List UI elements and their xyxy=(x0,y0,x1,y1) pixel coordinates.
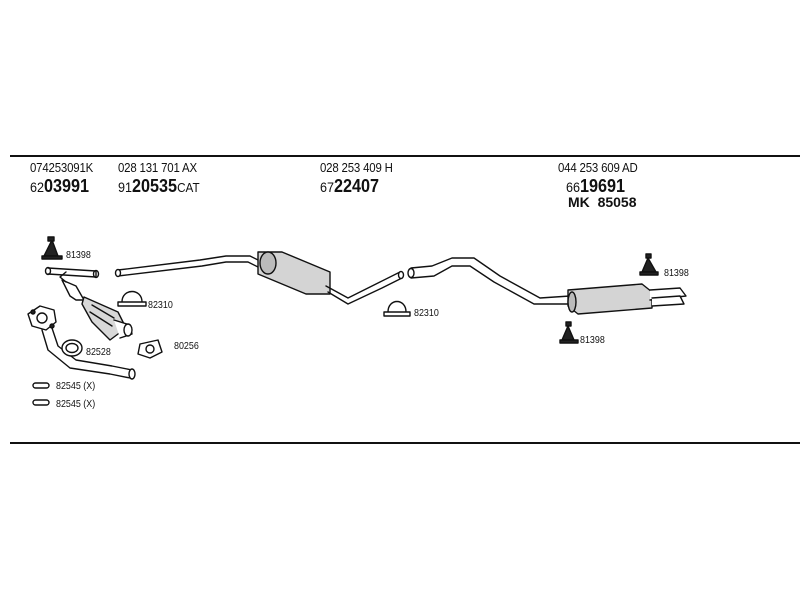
ref-hanger-front: 81398 xyxy=(66,249,91,261)
catalytic-converter-icon[interactable] xyxy=(59,271,133,341)
part-middle-number: 22407 xyxy=(334,176,380,196)
oem-front: 074253091K xyxy=(30,160,94,175)
hanger-icon xyxy=(639,253,659,276)
part-front-number: 03991 xyxy=(44,176,90,196)
part-cat-number: 20535 xyxy=(132,176,178,196)
mounting-kit[interactable]: MK 85058 xyxy=(568,194,637,210)
clamp-icon xyxy=(383,300,411,317)
ref-bolt-1: 82545 (X) xyxy=(56,380,96,392)
oem-rear: 044 253 609 AD xyxy=(558,160,638,175)
front-pipe[interactable] xyxy=(44,266,100,279)
flange-gasket-icon xyxy=(137,339,163,359)
oem-cat: 028 131 701 AX xyxy=(118,160,197,175)
ref-triangle-gasket: 80256 xyxy=(174,340,199,352)
part-middle[interactable]: 6722407 xyxy=(320,176,379,197)
part-front[interactable]: 6203991 xyxy=(30,176,89,197)
part-cat-prefix: 91 xyxy=(118,179,133,195)
oem-middle: 028 253 409 H xyxy=(320,160,393,175)
mounting-kit-number: 85058 xyxy=(597,194,637,210)
part-rear-number: 19691 xyxy=(580,176,626,196)
downpipe-icon[interactable] xyxy=(27,305,136,380)
gasket-ring-icon xyxy=(61,339,83,357)
part-middle-prefix: 67 xyxy=(320,179,335,195)
rear-silencer-icon[interactable] xyxy=(407,257,687,315)
part-cat[interactable]: 9120535CAT xyxy=(118,176,200,197)
ref-clamp-middle: 82310 xyxy=(414,307,439,319)
hanger-icon xyxy=(559,321,579,344)
mounting-kit-label: MK xyxy=(568,194,590,210)
bolt-icon xyxy=(32,382,50,406)
ref-clamp-front: 82310 xyxy=(148,299,173,311)
part-front-prefix: 62 xyxy=(30,179,45,195)
part-rear-prefix: 66 xyxy=(566,179,581,195)
part-cat-suffix: CAT xyxy=(177,180,200,195)
part-rear[interactable]: 6619691 xyxy=(566,176,625,197)
hanger-icon xyxy=(41,236,63,260)
clamp-icon xyxy=(117,290,147,307)
ref-hanger-rear-bottom: 81398 xyxy=(580,334,605,346)
ref-ring-gasket: 82528 xyxy=(86,346,111,358)
middle-silencer-icon[interactable] xyxy=(114,251,405,305)
ref-bolt-2: 82545 (X) xyxy=(56,398,96,410)
top-rule xyxy=(10,155,800,157)
bottom-rule xyxy=(10,442,800,444)
ref-hanger-rear-top: 81398 xyxy=(664,267,689,279)
